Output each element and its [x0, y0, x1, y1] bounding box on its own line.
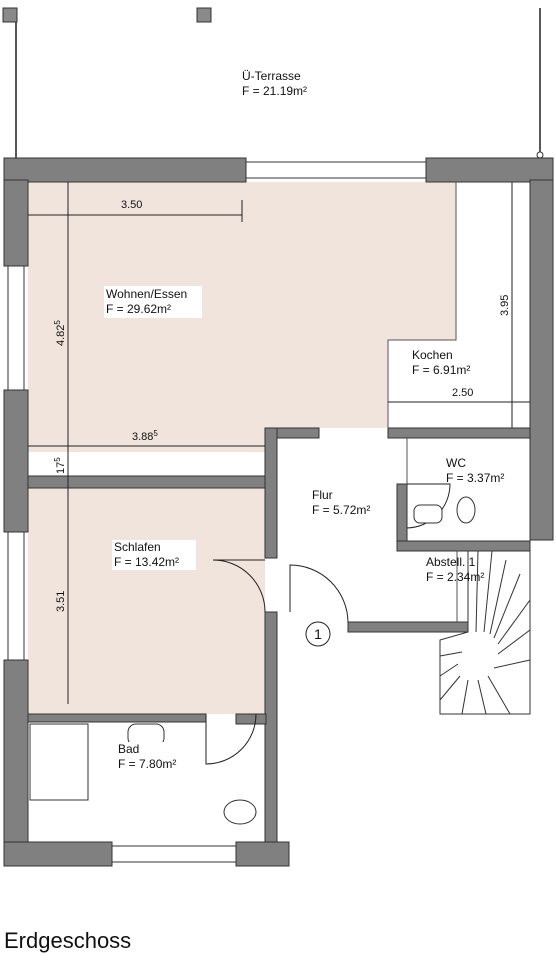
bedroom-name: Schlafen — [114, 540, 161, 554]
stairs — [439, 550, 531, 715]
dim-482: 4.825 — [53, 320, 67, 346]
dim-17: 175 — [53, 457, 67, 474]
wc-toilet — [456, 496, 476, 524]
entrance-number: 1 — [314, 626, 322, 642]
entrance-marker: 1 — [305, 621, 331, 647]
bathtub — [29, 723, 89, 801]
dim-395: 3.95 — [499, 295, 511, 316]
bath-area: F = 7.80m² — [118, 757, 176, 771]
toilet-bath — [223, 799, 257, 825]
storage-area: F = 2.34m² — [426, 570, 484, 584]
dim-351: 3.51 — [55, 591, 67, 612]
hall-name: Flur — [312, 488, 333, 502]
wc-name: WC — [446, 456, 466, 470]
terrace-name: Ü-Terrasse — [242, 69, 301, 83]
kitchen-area: F = 6.91m² — [412, 363, 470, 377]
dim-350: 3.50 — [121, 199, 142, 211]
kitchen-name: Kochen — [412, 348, 453, 362]
terrace-area: F = 21.19m² — [242, 84, 307, 98]
dimension-lines — [28, 182, 530, 704]
hall-area: F = 5.72m² — [312, 503, 370, 517]
wc-area: F = 3.37m² — [446, 471, 504, 485]
dimension-labels: 3.50 4.825 3.885 175 3.51 3.95 2.50 — [53, 199, 511, 612]
fixtures — [29, 496, 476, 825]
doors — [205, 483, 451, 765]
terrace — [2, 7, 544, 159]
wc-sink — [413, 504, 443, 524]
dim-250: 2.50 — [452, 387, 473, 399]
room-labels: Ü-Terrasse F = 21.19m² Wohnen/Essen F = … — [104, 69, 504, 772]
living-area: F = 29.62m² — [106, 302, 171, 316]
bedroom-area: F = 13.42m² — [114, 555, 179, 569]
dim-388: 3.885 — [132, 429, 158, 443]
storage-name: Abstell. 1 — [426, 555, 476, 569]
windows — [7, 161, 427, 863]
living-name: Wohnen/Essen — [106, 287, 187, 301]
bath-name: Bad — [118, 742, 139, 756]
floor-label: Erdgeschoss — [4, 928, 132, 953]
living-floor — [28, 182, 456, 452]
